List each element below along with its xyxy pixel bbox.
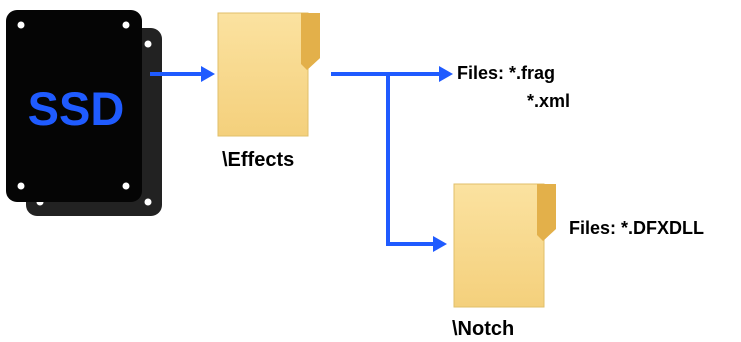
folder-icon (453, 183, 556, 308)
folder-tab (537, 184, 556, 241)
notch-files-label: Files: *.DFXDLL (569, 218, 705, 238)
arrowhead-icon (439, 66, 453, 82)
effects-files-label: Files: *.frag (457, 63, 556, 83)
screw-hole (122, 182, 130, 190)
effects-folder-label: \Effects (222, 149, 295, 171)
ssd-drive-icon: SSD (6, 10, 162, 216)
folder-front (217, 12, 309, 137)
connectors (150, 66, 453, 252)
screw-hole (17, 21, 25, 29)
screw-hole (144, 198, 152, 206)
arrowhead-icon (201, 66, 215, 82)
arrowhead-icon (433, 236, 447, 252)
folder-icon (217, 12, 320, 137)
ssd-front-card (6, 10, 142, 202)
screw-hole (144, 40, 152, 48)
effects-files-label-xml: *.xml (527, 91, 571, 111)
folder-front (453, 183, 545, 308)
screw-hole (17, 182, 25, 190)
ssd-label: SSD (28, 82, 125, 135)
screw-hole (122, 21, 130, 29)
notch-folder-label: \Notch (452, 318, 515, 340)
folder-tab (301, 13, 320, 70)
